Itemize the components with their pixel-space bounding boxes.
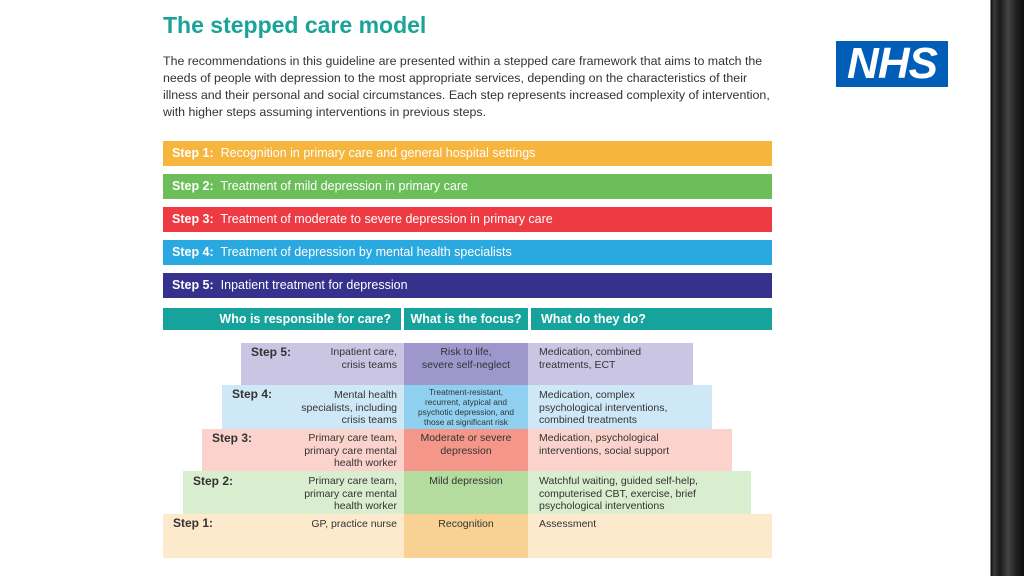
focus-text: Mild depression <box>429 475 503 487</box>
pyramid-step-5-what: Medication, combined treatments, ECT <box>539 346 689 371</box>
step-bar-text: Recognition in primary care and general … <box>220 146 536 160</box>
pyramid-step-2-focus-bg <box>404 471 528 514</box>
what-text: Medication, combined treatments, ECT <box>539 346 642 371</box>
step-bar-3: Step 3: Treatment of moderate to severe … <box>163 207 772 232</box>
pyramid-step-2-what: Watchful waiting, guided self-help, comp… <box>539 475 749 513</box>
pyramid-step-2-focus: Mild depression <box>404 475 528 488</box>
pyramid-step-2-label: Step 2: <box>193 474 234 488</box>
what-text: Medication, psychological interventions,… <box>539 432 670 457</box>
step-bar-text: Treatment of moderate to severe depressi… <box>220 212 553 226</box>
what-text: Assessment <box>539 518 597 530</box>
header-what: What do they do? <box>531 308 772 330</box>
pyramid-step-3-focus-bg <box>404 429 528 471</box>
pyramid-step-2-who: Primary care team, primary care mental h… <box>280 475 397 513</box>
page-title: The stepped care model <box>163 12 427 38</box>
pyramid-step-5-who: Inpatient care, crisis teams <box>300 346 397 371</box>
pyramid-step-4-focus-bg <box>404 385 528 429</box>
header-who: Who is responsible for care? <box>163 308 401 330</box>
window-edge-decoration <box>988 0 1024 576</box>
pyramid-step-1-what: Assessment <box>539 518 749 531</box>
pyramid-step-5-focus-bg <box>404 343 528 385</box>
step-bar-text: Treatment of depression by mental health… <box>220 245 512 259</box>
who-text: Primary care team, primary care mental h… <box>304 432 397 469</box>
who-text: Inpatient care, crisis teams <box>330 346 397 371</box>
pyramid-step-4-label: Step 4: <box>232 387 273 401</box>
step-bar-step: Step 5: <box>172 278 214 292</box>
pyramid-step-4-what: Medication, complex psychological interv… <box>539 389 709 427</box>
header-focus: What is the focus? <box>404 308 528 330</box>
pyramid-step-3-label: Step 3: <box>212 431 253 445</box>
intro-paragraph: The recommendations in this guideline ar… <box>163 54 770 119</box>
step-bar-text: Treatment of mild depression in primary … <box>220 179 468 193</box>
focus-text: Recognition <box>438 518 494 530</box>
who-text: Primary care team, primary care mental h… <box>304 475 397 512</box>
pyramid-step-4-focus: Treatment-resistant, recurrent, atypical… <box>404 387 528 427</box>
pyramid-step-5-focus: Risk to life, severe self-neglect <box>404 346 528 371</box>
step-bar-text: Inpatient treatment for depression <box>220 278 408 292</box>
nhs-logo: NHS <box>836 41 948 87</box>
pyramid-step-1-focus-bg <box>404 514 528 558</box>
pyramid-step-5-label: Step 5: <box>251 345 292 359</box>
what-text: Watchful waiting, guided self-help, comp… <box>539 475 698 512</box>
pyramid-step-3-focus: Moderate or severe depression <box>404 432 528 457</box>
pyramid-step-1-who: GP, practice nurse <box>280 518 397 531</box>
step-bar-step: Step 4: <box>172 245 214 259</box>
focus-text: Moderate or severe depression <box>420 432 512 457</box>
step-bar-1: Step 1: Recognition in primary care and … <box>163 141 772 166</box>
who-text: Mental health specialists, including cri… <box>301 389 397 426</box>
step-bar-step: Step 1: <box>172 146 214 160</box>
what-text: Medication, complex psychological interv… <box>539 389 668 426</box>
step-bar-step: Step 2: <box>172 179 214 193</box>
pyramid-step-3-who: Primary care team, primary care mental h… <box>280 432 397 470</box>
pyramid-step-3-what: Medication, psychological interventions,… <box>539 432 729 457</box>
focus-text: Risk to life, severe self-neglect <box>421 346 511 371</box>
step-bar-step: Step 3: <box>172 212 214 226</box>
step-bar-4: Step 4: Treatment of depression by menta… <box>163 240 772 265</box>
who-text: GP, practice nurse <box>311 518 397 530</box>
focus-text: Treatment-resistant, recurrent, atypical… <box>418 387 514 427</box>
pyramid-step-1-focus: Recognition <box>404 518 528 531</box>
pyramid-step-1-label: Step 1: <box>173 516 214 530</box>
step-bar-5: Step 5: Inpatient treatment for depressi… <box>163 273 772 298</box>
pyramid-step-4-who: Mental health specialists, including cri… <box>280 389 397 427</box>
step-bar-2: Step 2: Treatment of mild depression in … <box>163 174 772 199</box>
